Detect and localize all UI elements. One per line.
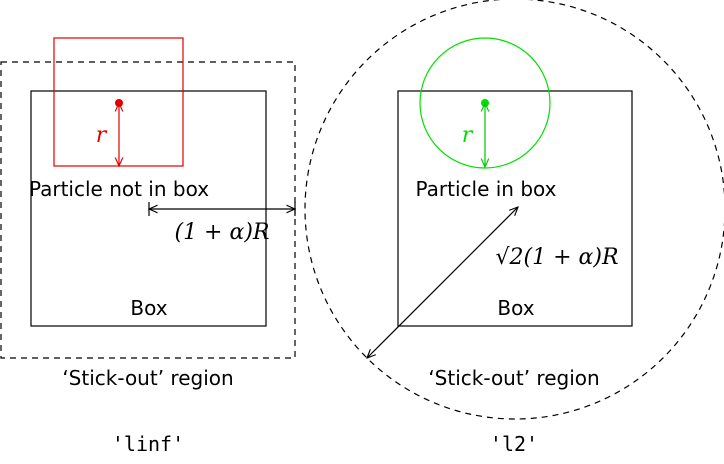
- linf-distance-label: (1 + α)R: [174, 220, 269, 245]
- l2-particle-label: Particle in box: [416, 177, 557, 201]
- linf-radius-label: r: [96, 123, 108, 148]
- linf-box-label: Box: [130, 296, 167, 320]
- l2-distance-arrow: [367, 207, 518, 358]
- l2-radius-label: r: [462, 123, 474, 148]
- l2-box-label: Box: [497, 296, 534, 320]
- l2-panel: r Particle in box √2(1 + α)R Box ‘Stick-…: [304, 0, 724, 456]
- l2-region-label: ‘Stick-out’ region: [428, 366, 599, 390]
- linf-caption: 'linf': [112, 432, 184, 456]
- l2-stick-out-region: [304, 0, 724, 420]
- l2-caption: 'l2': [490, 432, 538, 456]
- l2-box: [397, 90, 633, 327]
- linf-region-label: ‘Stick-out’ region: [62, 366, 233, 390]
- l2-distance-label: √2(1 + α)R: [495, 245, 618, 270]
- l2-particle-circle: [419, 37, 551, 169]
- linf-particle-label: Particle not in box: [29, 177, 209, 201]
- linf-panel: r Particle not in box (1 + α)R Box ‘Stic…: [0, 37, 295, 456]
